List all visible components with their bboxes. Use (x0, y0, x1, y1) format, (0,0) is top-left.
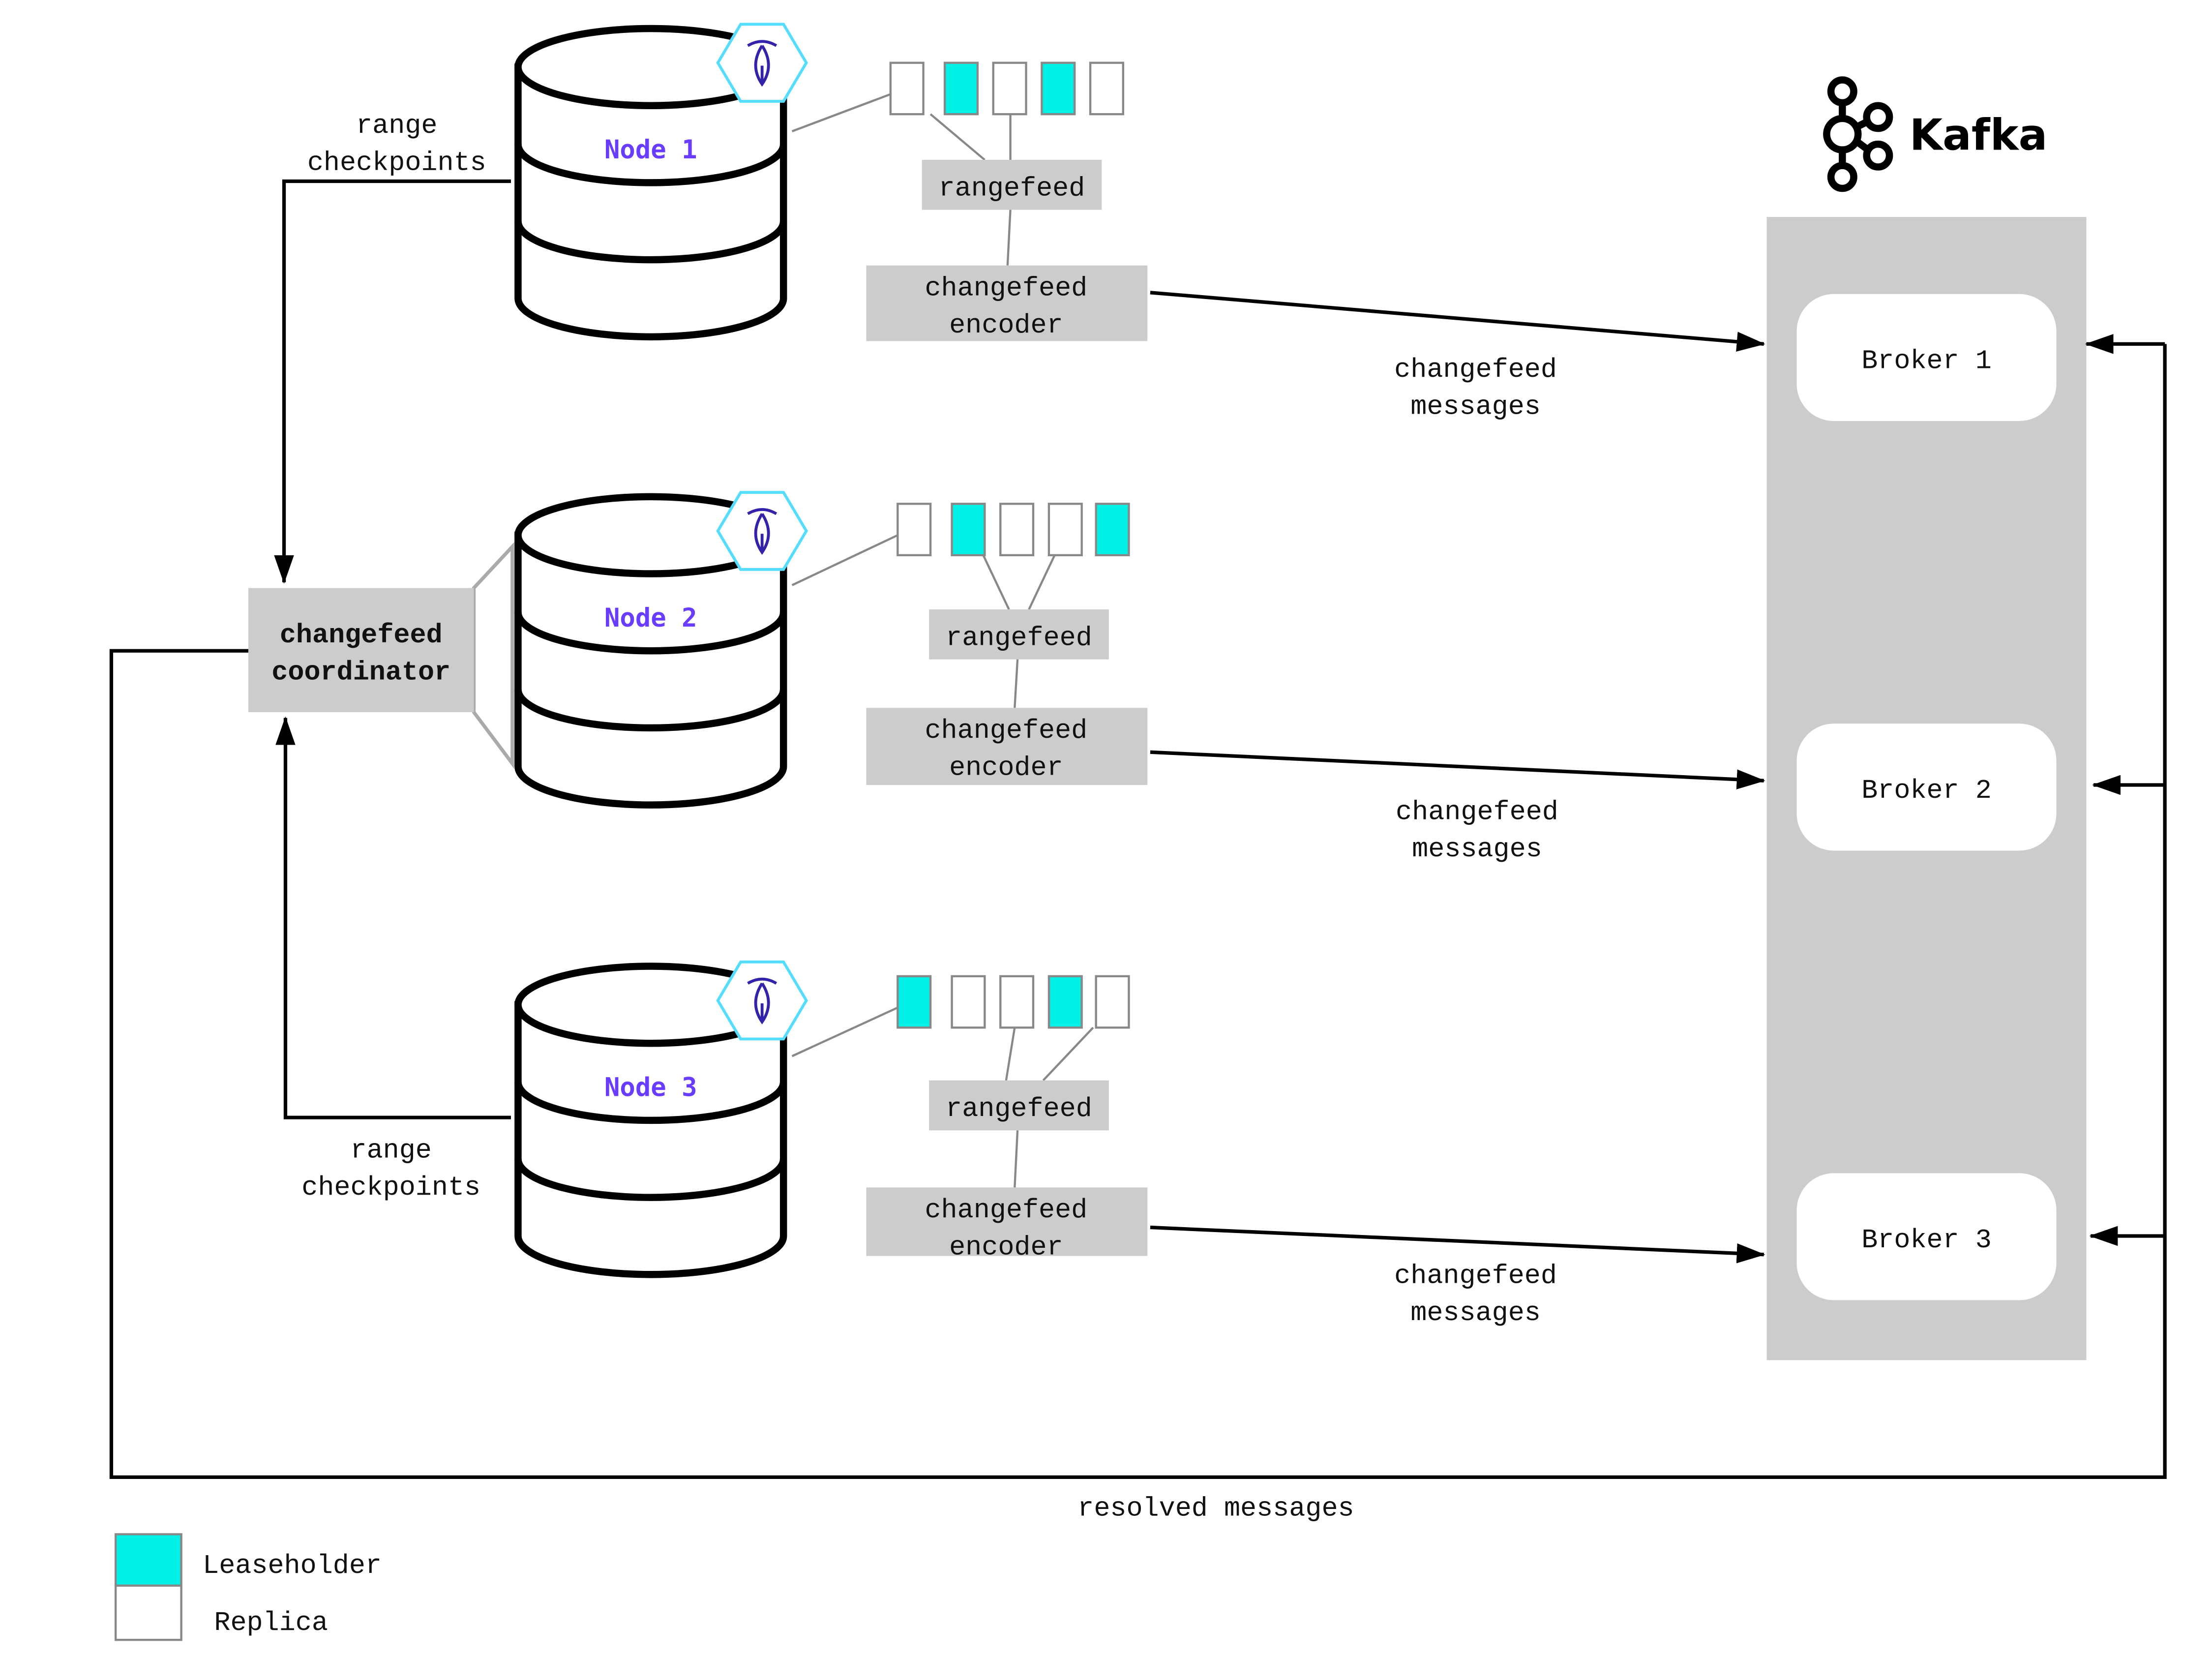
rangefeed-box (929, 1080, 1109, 1131)
encoder-label-line1: changefeed (925, 1195, 1087, 1226)
node-1: Node 1 rangefeed changefeed encoder changefe… (514, 23, 1765, 422)
coordinator-label-line2: coordinator (271, 657, 450, 688)
broker-1: Broker 1 (1796, 294, 2057, 422)
legend-label-leaseholder: Leaseholder (203, 1550, 382, 1581)
replica-range (889, 61, 925, 116)
legend-swatch-replica (114, 1584, 182, 1641)
changefeed-encoder-box (866, 1187, 1148, 1256)
resolved-feedback-lines (109, 334, 2167, 1479)
range-checkpoints-top-line1: range (356, 110, 437, 141)
changefeed-messages-arrow (1150, 291, 1765, 352)
encoder-label-line1: changefeed (925, 273, 1087, 304)
messages-label-line2: messages (1410, 1297, 1541, 1328)
messages-label-line1: changefeed (1394, 354, 1557, 385)
replica-rangefeed-line (929, 113, 986, 161)
kafka-logo-text: Kafka (1910, 110, 2048, 160)
replica-link-line (791, 1006, 898, 1057)
legend-swatch-leaseholder (114, 1533, 182, 1587)
database-cylinder-icon (514, 25, 787, 341)
messages-label-line2: messages (1410, 392, 1541, 422)
rangefeed-label: rangefeed (946, 1093, 1092, 1124)
replica-link-line (791, 93, 891, 133)
coordinator-label-line1: changefeed (280, 620, 443, 651)
replica-range (992, 61, 1027, 116)
replica-range (1089, 61, 1124, 116)
replica-rangefeed-line (1005, 1027, 1016, 1081)
changefeed-encoder-box (866, 708, 1148, 785)
node-2: Node 2 rangefeed changefeed encoder changefe… (514, 491, 1765, 865)
legend: Leaseholder Replica (114, 1533, 382, 1641)
legend-label-replica: Replica (214, 1607, 328, 1638)
kafka-icon (1823, 76, 1893, 192)
messages-label-line2: messages (1412, 834, 1542, 865)
range-checkpoints-bottom-line1: range (350, 1135, 431, 1166)
leaseholder-range (1047, 975, 1083, 1029)
leaseholder-range (1041, 61, 1076, 116)
messages-label-line1: changefeed (1394, 1261, 1557, 1292)
kafka-logo: Kafka (1823, 76, 2048, 192)
replica-rangefeed-line (982, 554, 1010, 610)
replica-rangefeed-line (1042, 1026, 1094, 1082)
leaseholder-range (943, 61, 979, 116)
replica-rangefeed-line (1028, 554, 1056, 610)
changefeed-encoder-box (866, 265, 1148, 341)
rangefeed-box (929, 609, 1109, 660)
leaseholder-range (897, 975, 932, 1029)
replica-link-line (791, 534, 898, 586)
resolved-messages-label: resolved messages (1077, 1493, 1354, 1524)
replica-range (999, 975, 1035, 1029)
changefeed-messages-arrow (1150, 1225, 1765, 1264)
replica-range (951, 975, 986, 1029)
node-label: Node 1 (604, 135, 697, 165)
leaseholder-range (1095, 503, 1130, 556)
cockroachdb-hexagon-icon (716, 491, 808, 571)
node-label: Node 2 (604, 603, 697, 633)
messages-label-line1: changefeed (1396, 797, 1558, 828)
rangefeed-label: rangefeed (939, 173, 1085, 204)
changefeed-coordinator: changefeed coordinator (248, 588, 474, 713)
node-label: Node 3 (604, 1073, 697, 1103)
encoder-label-line2: encoder (949, 753, 1063, 783)
replica-range (1047, 503, 1083, 556)
database-cylinder-icon (514, 493, 787, 809)
broker-label: Broker 2 (1861, 775, 1992, 806)
replica-range (1095, 975, 1130, 1029)
broker-label: Broker 1 (1861, 346, 1992, 377)
range-checkpoint-lines (274, 179, 511, 1119)
broker-3: Broker 3 (1796, 1173, 2057, 1300)
changefeed-messages-arrow (1150, 750, 1765, 790)
replica-range (999, 503, 1035, 556)
cockroachdb-hexagon-icon (716, 960, 808, 1041)
rangefeed-encoder-line (1006, 210, 1012, 266)
coordinator-connector (472, 542, 514, 769)
broker-label: Broker 3 (1861, 1225, 1992, 1256)
leaseholder-range (951, 503, 986, 556)
rangefeed-encoder-line (1014, 1130, 1019, 1188)
range-checkpoints-top-line2: checkpoints (307, 147, 486, 178)
encoder-label-line2: encoder (949, 310, 1063, 341)
node-3: Node 3 rangefeed changefeed encoder changefe… (514, 960, 1765, 1328)
encoder-label-line2: encoder (949, 1232, 1063, 1263)
replica-range (897, 503, 932, 556)
broker-2: Broker 2 (1796, 723, 2057, 851)
encoder-label-line1: changefeed (925, 715, 1087, 746)
database-cylinder-icon (514, 963, 787, 1278)
range-checkpoints-bottom-line2: checkpoints (301, 1172, 480, 1203)
cockroachdb-hexagon-icon (716, 23, 808, 103)
rangefeed-label: rangefeed (946, 623, 1092, 654)
rangefeed-encoder-line (1014, 659, 1019, 708)
rangefeed-box (922, 160, 1102, 210)
